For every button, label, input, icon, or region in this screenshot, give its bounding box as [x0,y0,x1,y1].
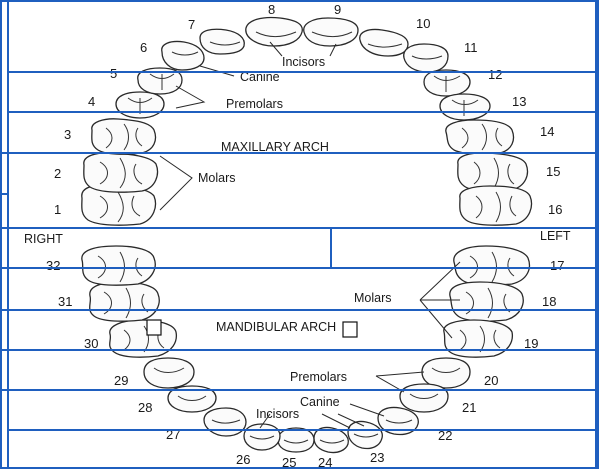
tooth-16[interactable] [459,185,533,226]
tooth-9[interactable] [303,17,359,47]
tooth-number-7: 7 [188,17,195,32]
label-left: LEFT [540,229,571,243]
tooth-24[interactable] [313,426,349,454]
label-incisors-upper: Incisors [282,55,325,69]
tooth-number-23: 23 [370,450,384,465]
tooth-30[interactable] [109,319,178,358]
tooth-11[interactable] [403,43,449,73]
label-maxillary-arch: MAXILLARY ARCH [221,140,329,154]
tooth-28[interactable] [167,385,217,413]
tooth-19[interactable] [443,319,514,358]
tooth-number-21: 21 [462,400,476,415]
tooth-number-2: 2 [54,166,61,181]
tooth-number-17: 17 [550,258,564,273]
tooth-26[interactable] [243,423,281,451]
tooth-29[interactable] [143,357,195,389]
tooth-3[interactable] [91,118,157,155]
tooth-14[interactable] [445,119,515,155]
tooth-2[interactable] [83,152,159,193]
label-incisors-lower: Incisors [256,407,299,421]
tooth-5[interactable] [137,67,183,95]
tooth-number-16: 16 [548,202,562,217]
tooth-number-5: 5 [110,66,117,81]
tooth-number-18: 18 [542,294,556,309]
checkbox-square-right[interactable] [342,321,358,338]
tooth-8[interactable] [245,16,303,47]
tooth-number-6: 6 [140,40,147,55]
tooth-number-1: 1 [54,202,61,217]
tooth-number-28: 28 [138,400,152,415]
label-canine-upper: Canine [240,70,280,84]
tooth-25[interactable] [277,427,315,453]
tooth-21[interactable] [399,383,449,413]
tooth-number-11: 11 [464,40,478,55]
tooth-number-25: 25 [282,455,296,469]
label-premolars-upper: Premolars [226,97,283,111]
label-molars-lower: Molars [354,291,392,305]
tooth-6[interactable] [161,40,205,71]
tooth-23[interactable] [347,420,383,450]
tooth-20[interactable] [421,357,471,389]
tooth-13[interactable] [439,93,491,121]
tooth-number-9: 9 [334,2,341,17]
labels: Incisors Canine Premolars MAXILLARY ARCH… [24,55,571,421]
tooth-number-26: 26 [236,452,250,467]
tooth-number-20: 20 [484,373,498,388]
maxillary-teeth [81,16,533,226]
tooth-10[interactable] [359,28,409,57]
tooth-31[interactable] [89,281,160,322]
tooth-1[interactable] [81,184,157,226]
tooth-number-15: 15 [546,164,560,179]
tooth-number-22: 22 [438,428,452,443]
tooth-number-30: 30 [84,336,98,351]
tooth-number-12: 12 [488,67,502,82]
tooth-12[interactable] [423,69,471,97]
tooth-number-29: 29 [114,373,128,388]
tooth-number-24: 24 [318,455,332,469]
tooth-17[interactable] [453,245,531,286]
label-canine-lower: Canine [300,395,340,409]
tooth-number-3: 3 [64,127,71,142]
tooth-22[interactable] [377,406,419,436]
tooth-27[interactable] [203,407,247,437]
tooth-number-31: 31 [58,294,72,309]
checkbox-square-left[interactable] [146,319,162,336]
tooth-number-14: 14 [540,124,554,139]
tooth-32[interactable] [81,245,156,286]
tooth-number-10: 10 [416,16,430,31]
label-molars-upper: Molars [198,171,236,185]
tooth-7[interactable] [199,28,245,55]
tooth-number-32: 32 [46,258,60,273]
label-premolars-lower: Premolars [290,370,347,384]
tooth-4[interactable] [115,91,165,119]
label-right: RIGHT [24,232,63,246]
tooth-number-8: 8 [268,2,275,17]
label-mandibular-arch: MANDIBULAR ARCH [216,320,336,334]
tooth-number-19: 19 [524,336,538,351]
tooth-numbers: 1 2 3 4 5 6 7 8 9 10 11 12 13 14 15 16 1… [46,2,564,470]
tooth-number-4: 4 [88,94,95,109]
tooth-number-13: 13 [512,94,526,109]
tooth-18[interactable] [449,281,524,322]
